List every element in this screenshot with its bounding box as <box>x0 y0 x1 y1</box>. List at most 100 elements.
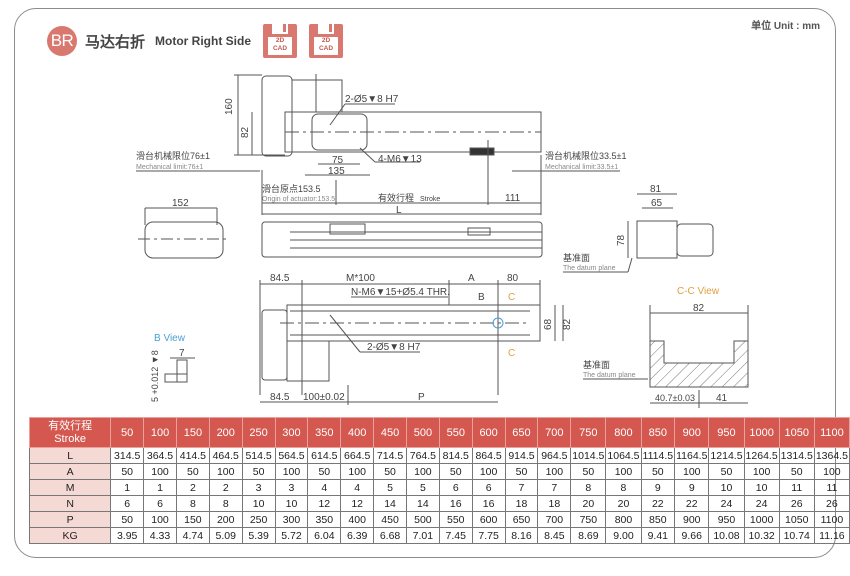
table-cell: 364.5 <box>143 447 177 464</box>
table-cell: 6 <box>110 495 145 512</box>
stroke-header-en: Stroke <box>54 432 87 445</box>
table-cell: 100 <box>143 463 177 480</box>
table-cell: 8 <box>175 495 210 512</box>
limit-left-cn: 滑台机械限位76±1 <box>136 150 210 161</box>
table-cell: 5.39 <box>241 527 276 544</box>
table-cell: 100 <box>674 463 710 480</box>
table-cell: 4 <box>307 479 342 496</box>
table-cell: 10.74 <box>778 527 815 544</box>
row-label: A <box>28 463 112 480</box>
table-cell: 1114.5 <box>640 447 676 464</box>
stroke-column-header: 700 <box>537 417 572 448</box>
unit-label: 单位 Unit : mm <box>751 21 820 32</box>
table-cell: 514.5 <box>241 447 276 464</box>
table-cell: 950 <box>708 511 745 528</box>
table-cell: 20 <box>605 495 642 512</box>
table-cell: 10.32 <box>743 527 780 544</box>
table-cell: 564.5 <box>274 447 309 464</box>
table-cell: 11 <box>778 479 815 496</box>
table-cell: 18 <box>504 495 539 512</box>
table-cell: 100 <box>813 463 850 480</box>
table-cell: 1050 <box>778 511 815 528</box>
table-cell: 10 <box>708 479 745 496</box>
stroke-column-header: 900 <box>674 417 710 448</box>
table-cell: 350 <box>307 511 342 528</box>
table-cell: 550 <box>438 511 473 528</box>
row-label: M <box>28 479 112 496</box>
row-label: L <box>28 447 112 464</box>
table-cell: 864.5 <box>471 447 506 464</box>
stroke-column-header: 1050 <box>778 417 815 448</box>
title-en: Motor Right Side <box>155 34 252 48</box>
table-cell: 50 <box>778 463 815 480</box>
row-label: P <box>28 511 112 528</box>
b-view: B View 7 5 +0.012 ▼8 <box>150 333 195 402</box>
table-cell: 750 <box>570 511 607 528</box>
table-cell: 3 <box>241 479 276 496</box>
dim-111: 111 <box>505 193 521 204</box>
table-cell: 1364.5 <box>813 447 850 464</box>
table-cell: 4.74 <box>175 527 210 544</box>
table-cell: 4.33 <box>143 527 177 544</box>
cc-view: C-C View 82 40.7±0.03 41 基准面 The datum p… <box>583 286 749 408</box>
table-cell: 16 <box>438 495 473 512</box>
dim-135: 135 <box>328 166 345 177</box>
stroke-column-header: 650 <box>504 417 539 448</box>
stroke-en: Stroke <box>420 196 440 203</box>
dim-65: 65 <box>651 198 663 209</box>
hole-note-2-dia5: 2-Ø5▼8 H7 <box>345 94 399 105</box>
table-cell: 614.5 <box>307 447 342 464</box>
table-cell: 5.09 <box>208 527 243 544</box>
stroke-column-header: 50 <box>110 417 145 448</box>
table-cell: 100 <box>340 463 375 480</box>
table-cell: 50 <box>175 463 210 480</box>
dim-80: 80 <box>507 273 519 284</box>
table-cell: 100 <box>405 463 440 480</box>
end-view: 152 <box>138 198 228 259</box>
table-cell: 6.39 <box>340 527 375 544</box>
table-cell: 600 <box>471 511 506 528</box>
table-cell: 7 <box>504 479 539 496</box>
hole-note-2-dia5-bottom: 2-Ø5▼8 H7 <box>367 342 421 353</box>
table-cell: 8.45 <box>537 527 572 544</box>
table-cell: 5 <box>373 479 407 496</box>
limit-left-en: Mechanical limit:76±1 <box>136 164 203 171</box>
table-cell: 1100 <box>813 511 850 528</box>
cc-view-title: C-C View <box>677 286 720 297</box>
table-cell: 914.5 <box>504 447 539 464</box>
table-cell: 6.68 <box>373 527 407 544</box>
cc-datum-cn: 基准面 <box>583 359 610 370</box>
table-cell: 400 <box>340 511 375 528</box>
table-cell: 10 <box>241 495 276 512</box>
cad-label-line1: 2D <box>275 37 285 44</box>
table-cell: 50 <box>504 463 539 480</box>
table-cell: 50 <box>373 463 407 480</box>
hole-note-4-m6: 4-M6▼13 <box>378 154 422 165</box>
stroke-column-header: 450 <box>373 417 407 448</box>
cad-label-line2: CAD <box>272 45 288 52</box>
table-cell: 814.5 <box>438 447 473 464</box>
dim-m-times-100: M*100 <box>346 273 375 284</box>
table-cell: 8 <box>208 495 243 512</box>
origin-cn: 滑台原点153.5 <box>262 183 321 194</box>
table-cell: 20 <box>570 495 607 512</box>
table-cell: 50 <box>241 463 276 480</box>
hole-note-n-m6: N-M6▼15+Ø5.4 THR. <box>351 287 450 298</box>
table-cell: 200 <box>208 511 243 528</box>
table-cell: 6.04 <box>307 527 342 544</box>
table-cell: 7.45 <box>438 527 473 544</box>
table-cell: 764.5 <box>405 447 440 464</box>
table-cell: 6 <box>143 495 177 512</box>
table-cell: 26 <box>778 495 815 512</box>
dim-P: P <box>418 392 425 403</box>
stroke-column-header: 200 <box>208 417 243 448</box>
technical-drawing: 160 82 2-Ø5▼8 H7 4-M6▼13 75 135 滑台机械限位76… <box>136 74 749 408</box>
table-cell: 5 <box>405 479 440 496</box>
dim-160: 160 <box>224 98 235 115</box>
table-cell: 7.75 <box>471 527 506 544</box>
table-cell: 7.01 <box>405 527 440 544</box>
table-cell: 8.69 <box>570 527 607 544</box>
